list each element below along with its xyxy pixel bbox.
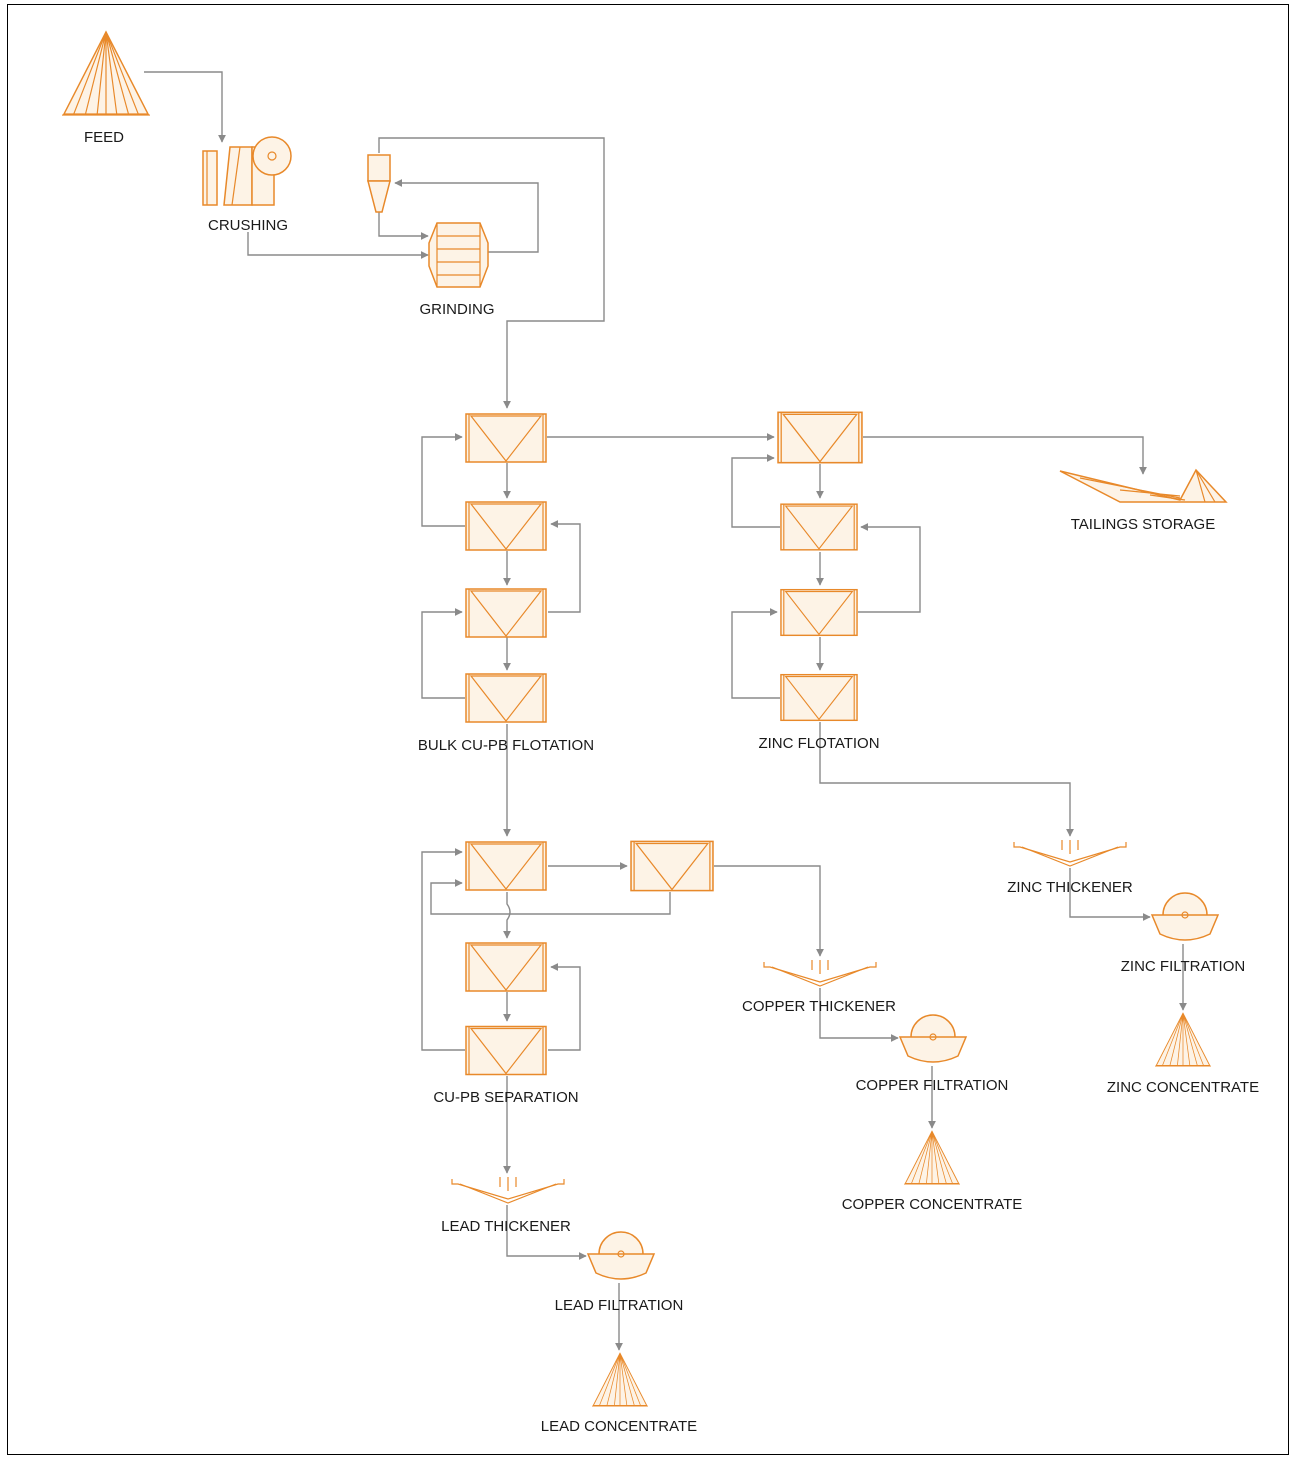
lead-thickener-icon — [451, 1176, 565, 1204]
crusher-icon — [202, 136, 292, 206]
label-lead-thickener: LEAD THICKENER — [441, 1218, 571, 1235]
zinc-thickener-icon — [1013, 839, 1127, 867]
label-lead-concentrate: LEAD CONCENTRATE — [541, 1418, 697, 1435]
zinc-flotation-cell-3-icon — [780, 588, 858, 637]
tailings-dam-icon — [1059, 468, 1228, 503]
flow-lines — [144, 71, 1187, 1351]
bulk-flotation-cell-3-icon — [465, 588, 547, 638]
separation-cell-3-icon — [465, 942, 547, 992]
zinc-flotation-cell-1-icon — [777, 411, 863, 464]
bulk-flotation-cell-1-icon — [465, 413, 547, 463]
label-feed: FEED — [84, 129, 124, 146]
label-zinc-thickener: ZINC THICKENER — [1007, 879, 1133, 896]
copper-concentrate-pile-icon — [903, 1130, 961, 1185]
copper-filter-icon — [899, 1014, 967, 1063]
labels: FEED CRUSHING GRINDING BULK CU-PB FLOTAT… — [84, 129, 1259, 1435]
bulk-flotation-cell-4-icon — [465, 673, 547, 723]
label-zinc-flotation: ZINC FLOTATION — [758, 735, 879, 752]
zinc-filter-icon — [1151, 892, 1219, 941]
zinc-flotation-cell-4-icon — [780, 673, 858, 722]
hydrocyclone-icon — [367, 154, 391, 213]
zinc-concentrate-pile-icon — [1154, 1012, 1212, 1067]
label-zinc-filtration: ZINC FILTRATION — [1121, 958, 1245, 975]
separation-cell-4-icon — [465, 1025, 547, 1076]
separation-cleaner-cell-icon — [630, 840, 714, 892]
lead-concentrate-pile-icon — [591, 1352, 649, 1407]
label-tailings-storage: TAILINGS STORAGE — [1071, 516, 1215, 533]
copper-thickener-icon — [763, 959, 877, 987]
label-bulk-flotation: BULK CU-PB FLOTATION — [418, 737, 594, 754]
separation-rougher-cell-icon — [465, 841, 547, 891]
label-copper-thickener: COPPER THICKENER — [742, 998, 896, 1015]
label-cupb-separation: CU-PB SEPARATION — [433, 1089, 578, 1106]
label-copper-concentrate: COPPER CONCENTRATE — [842, 1196, 1023, 1213]
zinc-flotation-cell-2-icon — [780, 503, 858, 551]
feed-stockpile-icon — [60, 30, 152, 117]
label-zinc-concentrate: ZINC CONCENTRATE — [1107, 1079, 1259, 1096]
label-grinding: GRINDING — [420, 301, 495, 318]
label-crushing: CRUSHING — [208, 217, 288, 234]
label-lead-filtration: LEAD FILTRATION — [555, 1297, 684, 1314]
diagram-frame — [7, 4, 1289, 1455]
bulk-flotation-cell-2-icon — [465, 501, 547, 551]
lead-filter-icon — [587, 1231, 655, 1280]
ball-mill-icon — [428, 222, 489, 288]
label-copper-filtration: COPPER FILTRATION — [856, 1077, 1009, 1094]
